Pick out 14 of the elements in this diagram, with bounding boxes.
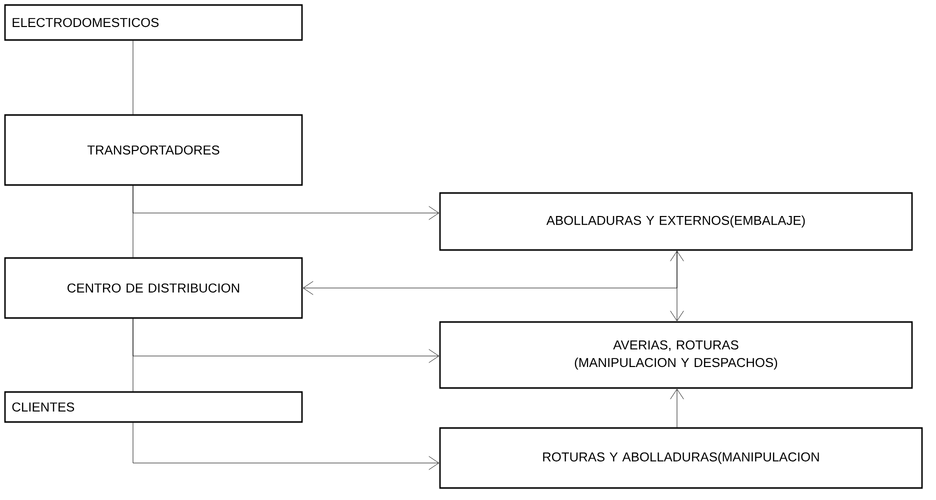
arrow: [670, 388, 684, 428]
process-box: TRANSPORTADORES: [4, 114, 303, 186]
arrow: [132, 422, 440, 470]
process-box: ABOLLADURAS Y EXTERNOS(EMBALAJE): [439, 192, 913, 251]
connector-line: [132, 40, 134, 115]
process-box: CENTRO DE DISTRIBUCION: [4, 257, 303, 319]
arrow: [132, 318, 440, 363]
arrow: [302, 250, 678, 295]
process-box: CLIENTES: [4, 391, 303, 423]
process-box: ROTURAS Y ABOLLADURAS(MANIPULACION: [439, 427, 923, 489]
arrow: [132, 185, 440, 220]
process-box: AVERIAS, ROTURAS (MANIPULACION Y DESPACHOS): [439, 321, 913, 389]
process-box: ELECTRODOMESTICOS: [4, 4, 303, 41]
arrow: [670, 250, 684, 322]
